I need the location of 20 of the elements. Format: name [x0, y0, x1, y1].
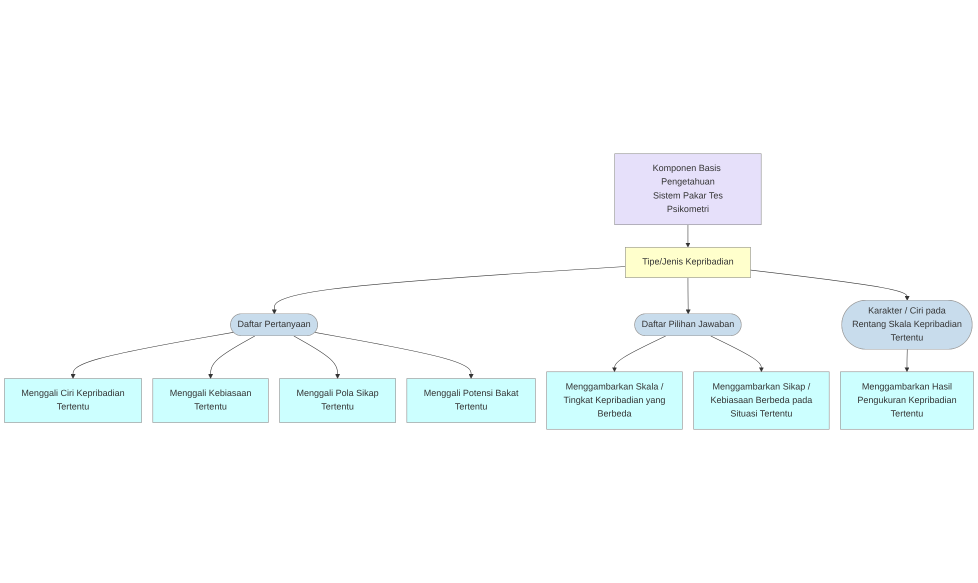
- arrow: [685, 224, 690, 248]
- arrow: [710, 336, 764, 372]
- node-box: Menggali Ciri Kepribadian Tertentu: [4, 378, 142, 423]
- arrow: [750, 270, 910, 301]
- arrow: [612, 336, 666, 372]
- arrow: [904, 349, 910, 372]
- arrow: [272, 266, 626, 314]
- node-box: Menggali Potensi Bakat Tertentu: [406, 378, 536, 423]
- node-box: Menggali Pola Sikap Tertentu: [279, 378, 396, 423]
- node-box: Tipe/Jenis Kepribadian: [625, 246, 751, 278]
- node-box: Menggali Kebiasaan Tertentu: [152, 378, 269, 423]
- node-box: Komponen Basis Pengetahuan Sistem Pakar Tes Psikometri: [614, 153, 762, 226]
- arrow: [294, 336, 340, 379]
- arrow: [70, 332, 234, 379]
- arrow: [208, 336, 256, 379]
- node-box: Menggambarkan Hasil Pengukuran Kepribadian Tertentu: [840, 372, 974, 430]
- arrow: [314, 332, 474, 379]
- node-box: Menggambarkan Skala / Tingkat Kepribadian yang Berbeda: [546, 372, 683, 430]
- arrow: [686, 277, 691, 314]
- node-box: Menggambarkan Sikap / Kebiasaan Berbeda pada Situasi Tertentu: [693, 372, 830, 430]
